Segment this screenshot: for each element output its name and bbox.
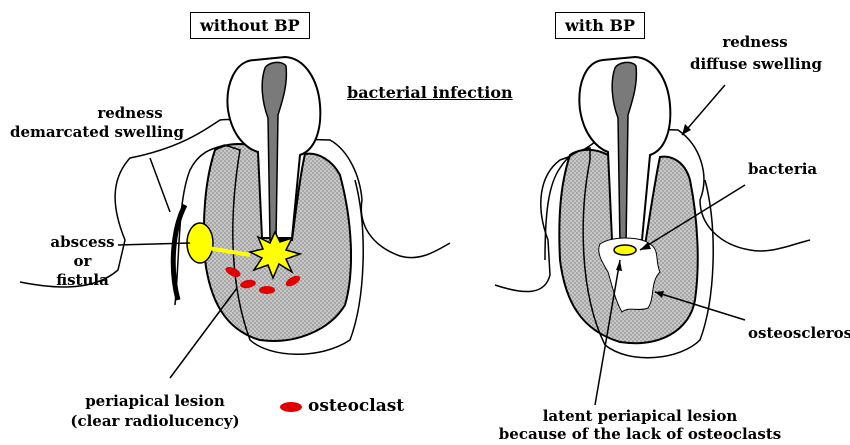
label-bacteria: bacteria (748, 160, 817, 179)
label-demarcated-swelling: demarcated swelling (10, 123, 184, 142)
label-osteosclerosis: osteosclerosis (748, 324, 850, 343)
right-panel-title: with BP (555, 12, 645, 39)
pointer-swelling (150, 158, 170, 212)
legend-osteoclast-marker (280, 402, 302, 412)
label-abscess: abscess (45, 233, 120, 252)
osteoclast-3 (259, 286, 275, 294)
label-periapical-lesion: periapical lesion (55, 392, 255, 411)
label-redness-right: redness (690, 33, 820, 52)
abscess (187, 223, 213, 263)
label-fistula: fistula (45, 271, 120, 290)
legend-osteoclast-label: osteoclast (308, 397, 404, 416)
label-latent-periapical-lesion: latent periapical lesion (490, 407, 790, 426)
label-bacterial-infection: bacterial infection (347, 83, 513, 102)
right-tooth-diagram (495, 57, 810, 405)
label-lack-of-osteoclasts: because of the lack of osteoclasts (490, 425, 790, 444)
label-redness-left: redness (75, 104, 185, 123)
pointer-lesion (170, 288, 237, 378)
bacteria-blob (614, 245, 636, 255)
label-diffuse-swelling: diffuse swelling (690, 55, 822, 74)
label-clear-radiolucency: (clear radiolucency) (55, 412, 255, 431)
label-or: or (45, 252, 120, 271)
left-panel-title: without BP (190, 12, 310, 39)
